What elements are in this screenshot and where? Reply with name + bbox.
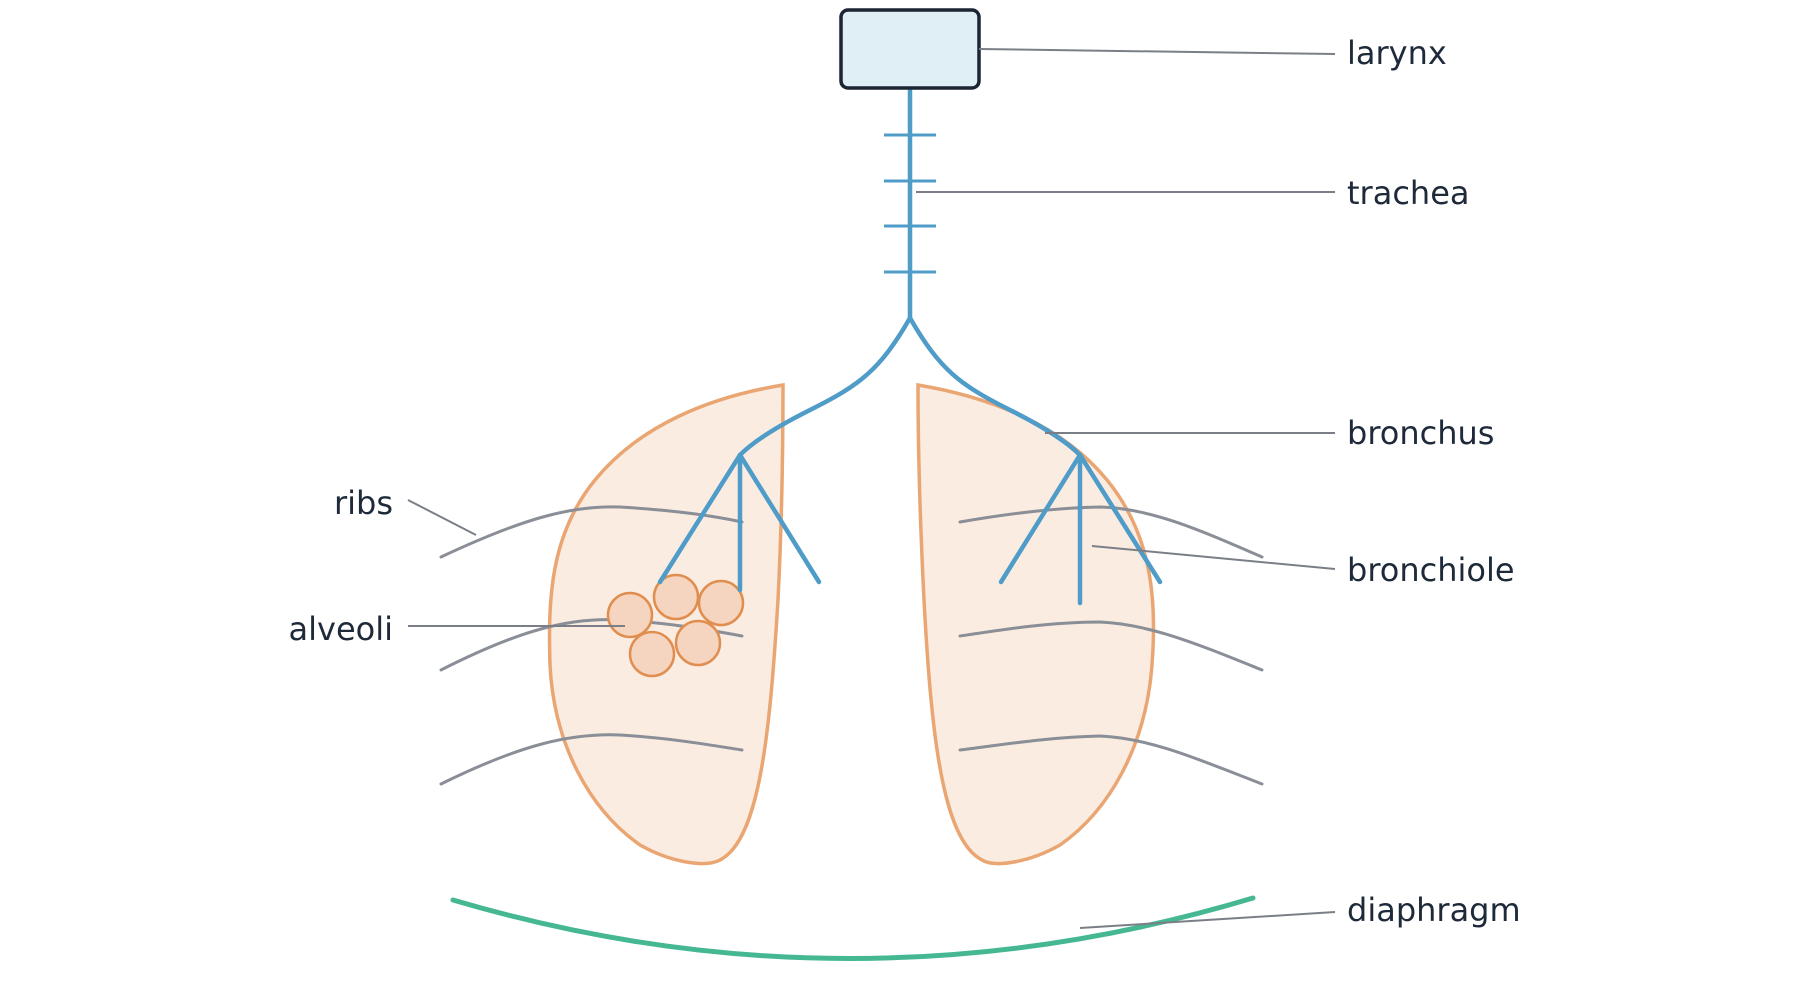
ribs — [439, 505, 1264, 786]
rib-right-lower — [958, 734, 1264, 786]
airways — [657, 85, 1163, 606]
rib-right-upper — [958, 505, 1264, 559]
bronchiole-leader — [1091, 545, 1336, 570]
alveolus — [628, 630, 676, 678]
ribs-leader — [407, 499, 477, 536]
left-bronchiole-outer — [657, 452, 743, 585]
diaphragm-curve — [450, 895, 1256, 961]
rib-left-upper — [439, 505, 744, 559]
left-bronchus — [737, 315, 913, 458]
rib-right-middle — [958, 620, 1264, 672]
alveolus — [697, 579, 745, 627]
larynx-box — [839, 8, 981, 90]
label-ribs: ribs — [334, 484, 393, 522]
alveolus — [652, 573, 700, 621]
label-alveoli: alveoli — [289, 610, 393, 648]
left-bronchiole-inner — [737, 452, 822, 585]
rib-left-lower — [439, 733, 744, 786]
label-bronchus: bronchus — [1347, 414, 1494, 452]
alveolus — [674, 619, 722, 667]
label-trachea: trachea — [1347, 174, 1469, 212]
diaphragm-leader — [1079, 911, 1336, 929]
label-bronchiole: bronchiole — [1347, 551, 1515, 589]
right-bronchiole-outer — [1077, 452, 1163, 585]
larynx-leader — [978, 48, 1336, 55]
label-diaphragm: diaphragm — [1347, 891, 1521, 929]
leader-lines — [407, 48, 1336, 929]
right-bronchus — [907, 315, 1083, 458]
alveolus — [606, 591, 654, 639]
right-bronchiole-inner — [998, 452, 1083, 585]
label-larynx: larynx — [1347, 34, 1447, 72]
